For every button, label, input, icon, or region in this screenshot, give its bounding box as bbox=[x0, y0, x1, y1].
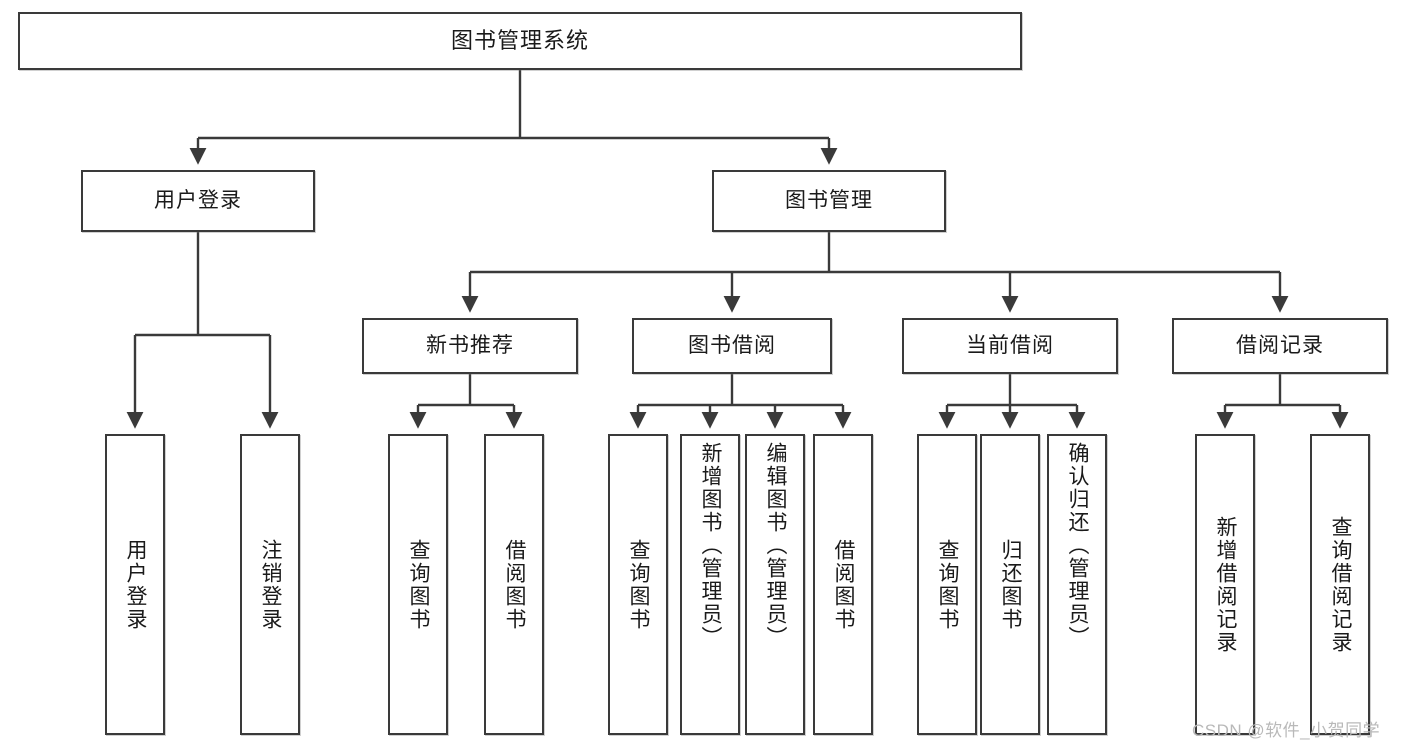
node-leaf-rec-borrow-book-label: 借阅图书 bbox=[503, 538, 527, 631]
node-leaf-borrow-book[interactable]: 借阅图书 bbox=[813, 434, 873, 735]
node-book-borrow-label: 图书借阅 bbox=[688, 334, 776, 358]
node-leaf-query-borrow-record-label: 查询借阅记录 bbox=[1329, 515, 1353, 654]
node-leaf-return-book-label: 归还图书 bbox=[999, 538, 1023, 631]
node-root[interactable]: 图书管理系统 bbox=[18, 12, 1022, 70]
node-leaf-add-book-admin-label: 新增图书（管理员） bbox=[699, 442, 723, 649]
node-borrow-record-label: 借阅记录 bbox=[1236, 334, 1324, 358]
node-leaf-rec-borrow-book[interactable]: 借阅图书 bbox=[484, 434, 544, 735]
node-leaf-borrow-query-book-label: 查询图书 bbox=[627, 538, 651, 631]
node-leaf-rec-query-book[interactable]: 查询图书 bbox=[388, 434, 448, 735]
node-leaf-confirm-return-admin[interactable]: 确认归还（管理员） bbox=[1047, 434, 1107, 735]
node-root-label: 图书管理系统 bbox=[450, 27, 589, 53]
node-leaf-borrow-book-label: 借阅图书 bbox=[832, 538, 856, 631]
node-leaf-cur-query-book[interactable]: 查询图书 bbox=[917, 434, 977, 735]
node-leaf-user-login[interactable]: 用户登录 bbox=[105, 434, 165, 735]
node-current-borrow-label: 当前借阅 bbox=[966, 334, 1054, 358]
node-leaf-edit-book-admin-label: 编辑图书（管理员） bbox=[764, 442, 788, 649]
node-book-borrow[interactable]: 图书借阅 bbox=[632, 318, 832, 374]
node-leaf-confirm-return-admin-label: 确认归还（管理员） bbox=[1066, 442, 1090, 649]
node-user-login[interactable]: 用户登录 bbox=[81, 170, 315, 232]
node-leaf-add-borrow-record[interactable]: 新增借阅记录 bbox=[1195, 434, 1255, 735]
node-leaf-return-book[interactable]: 归还图书 bbox=[980, 434, 1040, 735]
node-book-manage[interactable]: 图书管理 bbox=[712, 170, 946, 232]
node-new-book-rec[interactable]: 新书推荐 bbox=[362, 318, 578, 374]
node-book-manage-label: 图书管理 bbox=[785, 189, 873, 213]
node-leaf-user-login-label: 用户登录 bbox=[124, 538, 148, 631]
node-leaf-add-book-admin[interactable]: 新增图书（管理员） bbox=[680, 434, 740, 735]
node-current-borrow[interactable]: 当前借阅 bbox=[902, 318, 1118, 374]
node-new-book-rec-label: 新书推荐 bbox=[426, 334, 514, 358]
node-leaf-cur-query-book-label: 查询图书 bbox=[936, 538, 960, 631]
node-leaf-borrow-query-book[interactable]: 查询图书 bbox=[608, 434, 668, 735]
watermark: CSDN @软件_小贺同学 bbox=[1192, 721, 1381, 740]
node-leaf-user-logout-label: 注销登录 bbox=[259, 538, 283, 631]
node-leaf-edit-book-admin[interactable]: 编辑图书（管理员） bbox=[745, 434, 805, 735]
node-leaf-add-borrow-record-label: 新增借阅记录 bbox=[1214, 515, 1238, 654]
node-user-login-label: 用户登录 bbox=[154, 189, 242, 213]
node-leaf-rec-query-book-label: 查询图书 bbox=[407, 538, 431, 631]
node-leaf-user-logout[interactable]: 注销登录 bbox=[240, 434, 300, 735]
node-leaf-query-borrow-record[interactable]: 查询借阅记录 bbox=[1310, 434, 1370, 735]
node-borrow-record[interactable]: 借阅记录 bbox=[1172, 318, 1388, 374]
